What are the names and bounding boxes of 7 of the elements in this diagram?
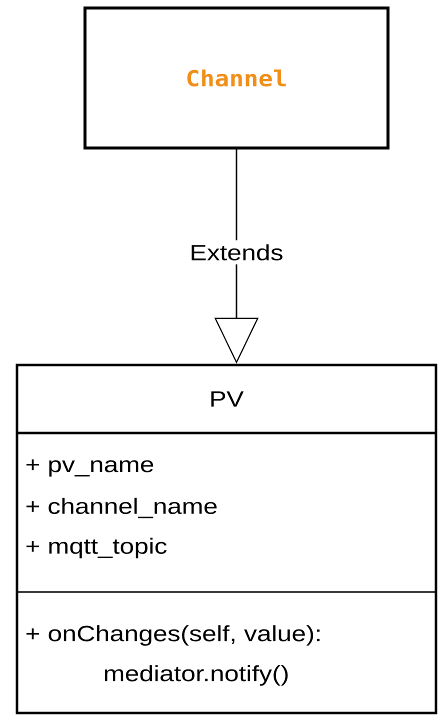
edge-label: Extends: [186, 240, 288, 264]
class-name: PV: [211, 391, 244, 407]
attribute-text: + pv_name: [26, 459, 154, 477]
class-box: Channel: [84, 6, 390, 150]
method-text: + onChanges(self, value): mediator.notify(): [26, 625, 320, 686]
attribute-text: + mqtt_topic: [26, 538, 167, 558]
attribute-text: + channel_name: [26, 498, 217, 518]
